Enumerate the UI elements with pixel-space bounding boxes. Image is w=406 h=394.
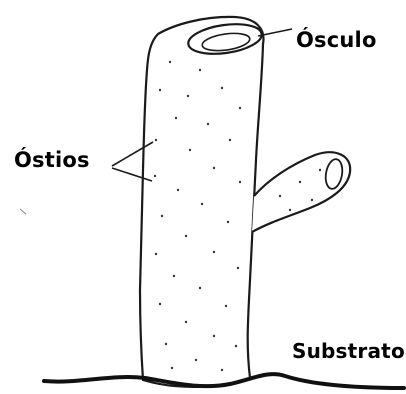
ostium-dot — [221, 87, 223, 89]
ostium-dot — [161, 215, 163, 217]
ostium-dot — [199, 287, 201, 289]
ostium-dot — [199, 69, 201, 71]
ostium-dot — [229, 139, 231, 141]
ostium-dot — [159, 89, 161, 91]
ostium-dot — [189, 149, 191, 151]
ostium-dot — [155, 253, 157, 255]
ostium-dot — [319, 169, 321, 171]
ostium-dot — [221, 369, 223, 371]
ostium-dot — [213, 167, 215, 169]
ostium-dot — [239, 107, 241, 109]
ostium-dot — [213, 335, 215, 337]
ostium-dot — [155, 139, 157, 141]
ostium-dot — [187, 95, 189, 97]
ostium-dot — [239, 181, 241, 183]
ostium-dot — [175, 117, 177, 119]
ostium-dot — [279, 195, 281, 197]
ostium-dot — [201, 203, 203, 205]
ostium-dot — [213, 251, 215, 253]
ostium-dot — [299, 181, 301, 183]
ostium-dot — [225, 305, 227, 307]
ostium-dot — [185, 321, 187, 323]
ostium-dot — [177, 189, 179, 191]
ostium-dot — [227, 221, 229, 223]
label-ostios: Óstios — [14, 150, 90, 171]
label-osculo: Ósculo — [296, 30, 377, 51]
stray-mark — [20, 209, 26, 214]
sponge-body — [140, 17, 263, 387]
ostium-dot — [289, 209, 291, 211]
ostium-dot — [154, 175, 156, 177]
ostium-dot — [171, 367, 173, 369]
ostium-dot — [185, 235, 187, 237]
ostium-dot — [159, 303, 161, 305]
ostium-dot — [237, 267, 239, 269]
label-substrato: Substrato — [292, 341, 405, 361]
ostium-dot — [195, 359, 197, 361]
ostium-dot — [173, 275, 175, 277]
ostium-dot — [165, 343, 167, 345]
ostium-dot — [235, 345, 237, 347]
ostium-dot — [169, 61, 171, 63]
ostium-dot — [207, 123, 209, 125]
ostium-dot — [311, 199, 313, 201]
